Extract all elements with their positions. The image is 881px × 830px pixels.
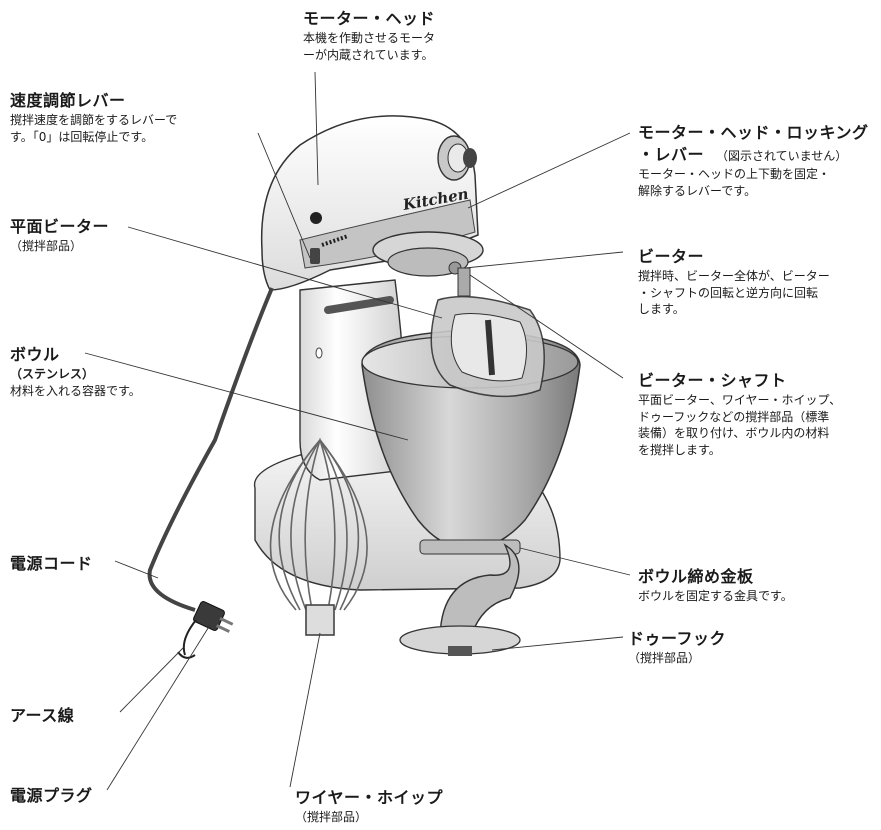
speed-lever-desc-2: す。「0」は回転停止です。 <box>10 129 154 144</box>
bowl-desc: 材料を入れる容器です。 <box>10 383 141 398</box>
label-power-plug: 電源プラグ <box>10 785 93 807</box>
dough-hook-illustration <box>399 543 521 656</box>
label-beater-shaft: ビーター・シャフト 平面ビーター、ワイヤー・ホイップ、 ドゥーフックなどの撹拌部… <box>638 370 841 458</box>
lock-lever-title-2-text: ・レバー <box>638 145 705 165</box>
lock-lever-note: （図示されていません） <box>716 149 848 164</box>
beater-title: ビーター <box>638 247 705 266</box>
motor-head-desc-2: ーが内蔵されています。 <box>303 47 434 62</box>
label-beater: ビーター 撹拌時、ビーター全体が、ビーター ・シャフトの回転と逆方向に回転 しま… <box>638 246 830 318</box>
label-lock-lever: モーター・ヘッド・ロッキング ・レバー （図示されていません） モーター・ヘッドの… <box>638 122 869 199</box>
label-flat-beater: 平面ビーター （撹拌部品） <box>10 216 109 255</box>
beater-shaft-title: ビーター・シャフト <box>638 371 787 390</box>
dough-hook-desc: （撹拌部品） <box>628 651 701 666</box>
bowl-clamp-desc: ボウルを固定する金具です。 <box>638 589 793 604</box>
wire-whip-title: ワイヤー・ホイップ <box>295 788 444 807</box>
speed-lever-title: 速度調節レバー <box>10 91 126 110</box>
motor-head-desc-1: 本機を作動させるモータ <box>303 31 436 46</box>
wire-whip-illustration <box>269 437 368 636</box>
speed-lever-desc-1: 撹拌速度を調節をするレバーで <box>10 113 178 128</box>
beater-shaft-desc-1: 平面ビーター、ワイヤー・ホイップ、 <box>638 393 842 408</box>
label-bowl: ボウル （ステンレス） 材料を入れる容器です。 <box>10 344 141 399</box>
label-speed-lever: 速度調節レバー 撹拌速度を調節をするレバーで す。「0」は回転停止です。 <box>10 90 177 145</box>
power-cord-title: 電源コード <box>10 554 93 573</box>
label-ground-wire: アース線 <box>10 705 74 727</box>
bowl-title: ボウル <box>10 345 60 364</box>
lock-lever-desc-2: 解除するレバーです。 <box>638 183 757 198</box>
power-plug-title: 電源プラグ <box>10 786 93 805</box>
beater-desc-1: 撹拌時、ビーター全体が、ビーター <box>638 269 830 284</box>
leader-lines <box>84 71 631 791</box>
beater-desc-2: ・シャフトの回転と逆方向に回転 <box>638 285 819 300</box>
bowl-subtitle: （ステンレス） <box>10 367 95 382</box>
label-dough-hook: ドゥーフック （撹拌部品） <box>628 628 726 667</box>
lock-lever-title-1: モーター・ヘッド・ロッキング <box>638 123 869 142</box>
wire-whip-desc: （撹拌部品） <box>295 810 368 825</box>
label-wire-whip: ワイヤー・ホイップ （撹拌部品） <box>295 787 443 826</box>
ground-wire-title: アース線 <box>10 706 75 725</box>
beater-shaft-desc-2: ドゥーフックなどの撹拌部品（標準 <box>638 409 830 424</box>
beater-shaft-desc-4: を撹拌します。 <box>638 442 721 457</box>
flat-beater-title: 平面ビーター <box>10 217 110 236</box>
lock-lever-desc-1: モーター・ヘッドの上下動を固定・ <box>638 167 831 182</box>
beater-shaft-desc-3: 装備）を取り付け、ボウル内の材料 <box>638 426 830 441</box>
flat-beater-illustration <box>430 267 545 398</box>
label-motor-head: モーター・ヘッド 本機を作動させるモータ ーが内蔵されています。 <box>303 8 435 63</box>
lock-lever-title-2: ・レバー （図示されていません） <box>638 144 869 166</box>
power-cord-line <box>147 287 274 612</box>
dough-hook-title: ドゥーフック <box>628 629 727 648</box>
flat-beater-desc: （撹拌部品） <box>10 239 83 254</box>
bowl-clamp-title: ボウル締め金板 <box>638 567 754 586</box>
power-plug-illustration <box>177 601 234 659</box>
motor-head-title: モーター・ヘッド <box>303 9 436 28</box>
label-power-cord: 電源コード <box>10 553 93 575</box>
label-bowl-clamp: ボウル締め金板 ボウルを固定する金具です。 <box>638 566 793 605</box>
beater-desc-3: します。 <box>638 302 685 317</box>
